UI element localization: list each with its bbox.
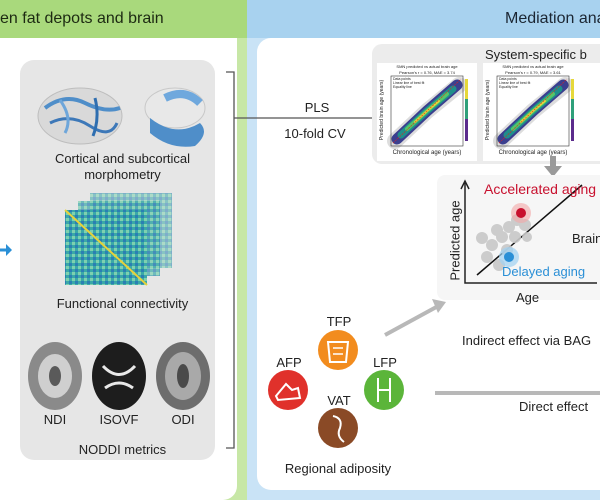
plot2-legend-item: Linear line of best fit xyxy=(499,81,531,85)
accelerated-aging-label: Accelerated aging xyxy=(484,181,597,197)
plot1-stats: Pearson's r = 0.76, MAE = 3.74 xyxy=(399,70,455,75)
scatter-plot-1: SMN predicted vs actual brain age Pearso… xyxy=(377,63,477,161)
vat-label: VAT xyxy=(327,393,351,408)
plot1-xlabel: Chronological age (years) xyxy=(392,150,462,156)
lfp-icon xyxy=(364,370,404,410)
tfp-label: TFP xyxy=(326,314,352,329)
delayed-aging-label: Delayed aging xyxy=(502,264,586,279)
system-box-title: System-specific b xyxy=(485,47,587,62)
plot1-legend: Data points Linear line of best fit Equa… xyxy=(393,77,424,89)
scatter-plot-2: SMN predicted vs actual brain age Pearso… xyxy=(483,63,600,161)
noddi-brain-images xyxy=(28,342,210,410)
odi-label: ODI xyxy=(171,412,195,427)
right-panel-header: Mediation analysis xyxy=(247,0,600,38)
tfp-icon xyxy=(318,330,358,370)
noddi-label: NODDI metrics xyxy=(78,442,167,457)
ndi-label: NDI xyxy=(43,412,67,427)
plot2-xlabel: Chronological age (years) xyxy=(498,150,568,156)
cortical-label-line2: morphometry xyxy=(84,167,161,182)
connectivity-matrix-image xyxy=(64,193,172,286)
down-arrow-icon xyxy=(544,156,562,177)
isovf-label: ISOVF xyxy=(99,412,139,427)
indirect-effect-label: Indirect effect via BAG xyxy=(462,333,592,348)
lfp-label: LFP xyxy=(373,355,397,370)
predicted-age-axis-label: Predicted age xyxy=(447,200,463,281)
cv-label: 10-fold CV xyxy=(284,126,346,141)
regional-adiposity-label: Regional adiposity xyxy=(284,461,392,476)
left-panel-title: en fat depots and brain xyxy=(0,0,247,38)
vat-icon xyxy=(318,408,358,448)
effect-arrows xyxy=(384,299,600,395)
plot2-legend: Data points Linear line of best fit Equa… xyxy=(499,77,530,89)
plot1-title: SMN predicted vs actual brain age xyxy=(396,64,458,69)
right-panel-title: Mediation analysis xyxy=(505,10,600,27)
pls-label: PLS xyxy=(304,100,330,115)
brain-morphometry-image xyxy=(37,87,206,147)
plot1-legend-item: Data points xyxy=(393,77,411,81)
afp-icon xyxy=(268,370,308,410)
plot1-legend-item: Linear line of best fit xyxy=(393,81,425,85)
plot1-legend-item: Equality line xyxy=(393,85,412,89)
plot2-legend-item: Data points xyxy=(499,77,517,81)
plot2-stats: Pearson's r = 0.79, MAE = 3.61 xyxy=(505,70,561,75)
afp-label: AFP xyxy=(276,355,302,370)
brain-age-axes xyxy=(460,179,597,284)
fc-label: Functional connectivity xyxy=(56,296,189,311)
plot2-scatter xyxy=(493,75,574,149)
plot1-ylabel: Predicted brain age (years) xyxy=(379,79,385,141)
direct-effect-label: Direct effect xyxy=(519,399,589,414)
cortical-label-line1: Cortical and subcortical xyxy=(54,151,191,166)
plot2-legend-item: Equality line xyxy=(499,85,518,89)
incoming-arrow-icon xyxy=(0,244,12,256)
plot2-title: SMN predicted vs actual brain age xyxy=(502,64,564,69)
plot2-ylabel: Predicted brain age (years) xyxy=(485,79,491,141)
brain-label: Brain xyxy=(572,231,600,246)
age-axis-label: Age xyxy=(516,290,540,305)
plot1-scatter xyxy=(387,75,468,149)
